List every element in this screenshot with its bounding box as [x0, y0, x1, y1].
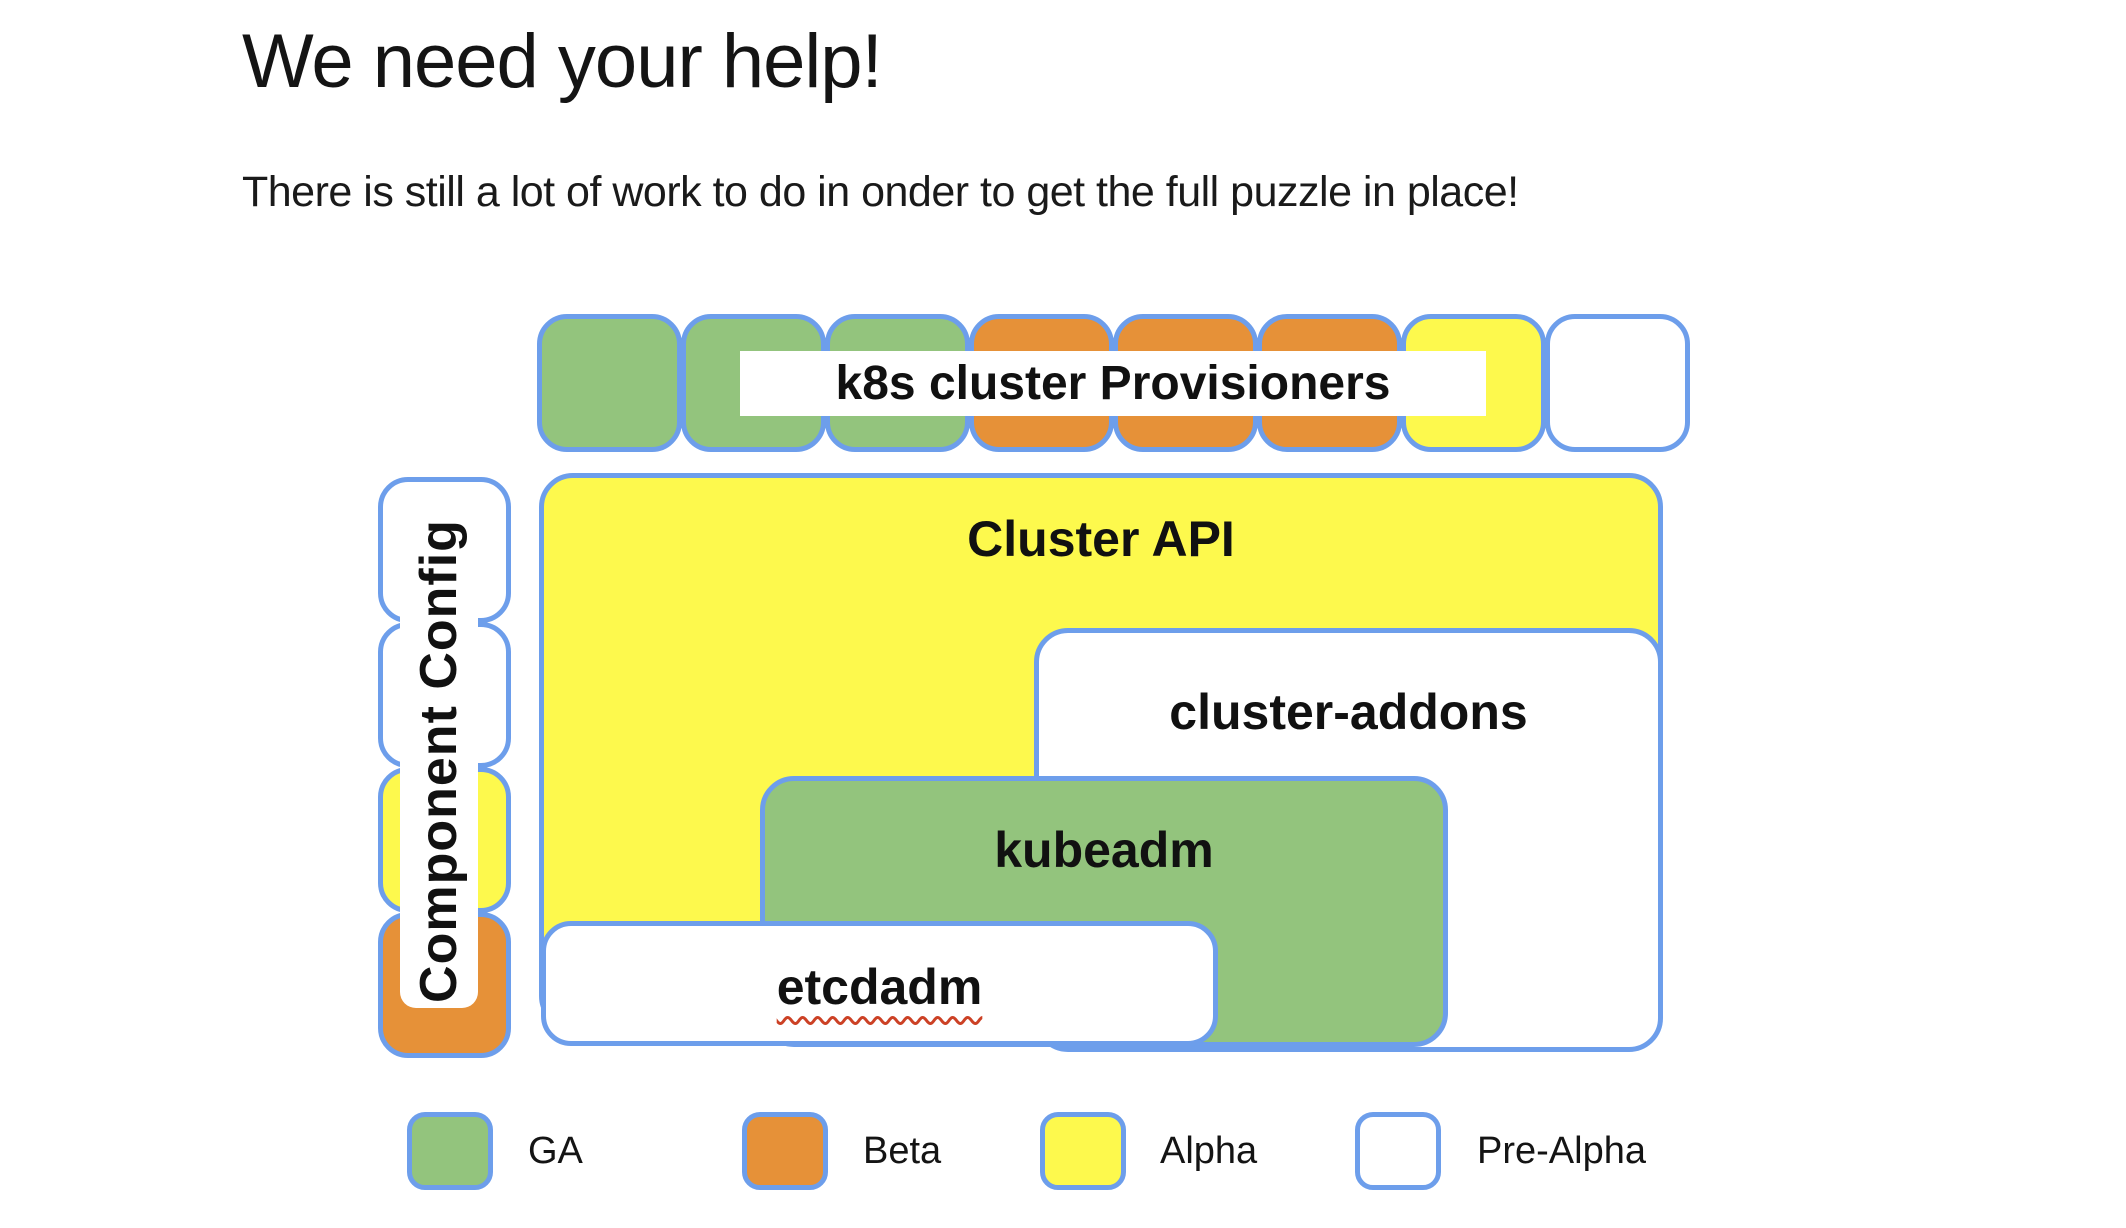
- etcdadm-label: etcdadm: [546, 962, 1213, 1012]
- provisioners-row-label: k8s cluster Provisioners: [740, 351, 1486, 416]
- legend-swatch-beta: [742, 1112, 828, 1190]
- legend-swatch-ga: [407, 1112, 493, 1190]
- puzzle-piece-provisioner-prealpha: [1545, 314, 1690, 452]
- etcdadm-box: etcdadm: [541, 921, 1218, 1046]
- cluster-api-label: Cluster API: [967, 511, 1235, 567]
- legend-label-ga: GA: [528, 1130, 583, 1172]
- puzzle-piece-provisioner-ga-1: [537, 314, 682, 452]
- legend-label-alpha: Alpha: [1160, 1130, 1258, 1172]
- component-config-label-box: Component Config: [400, 514, 478, 1008]
- cluster-addons-label: cluster-addons: [1169, 684, 1528, 740]
- page-title: We need your help!: [242, 19, 883, 104]
- component-config-label: Component Config: [410, 519, 468, 1003]
- etcdadm-label-text: etcdadm: [776, 959, 983, 1015]
- kubeadm-label: kubeadm: [994, 822, 1214, 878]
- legend-label-prealpha: Pre-Alpha: [1477, 1130, 1646, 1172]
- legend-label-beta: Beta: [863, 1130, 942, 1172]
- legend-swatch-alpha: [1040, 1112, 1126, 1190]
- page-subtitle: There is still a lot of work to do in on…: [242, 168, 1519, 216]
- legend-swatch-prealpha: [1355, 1112, 1441, 1190]
